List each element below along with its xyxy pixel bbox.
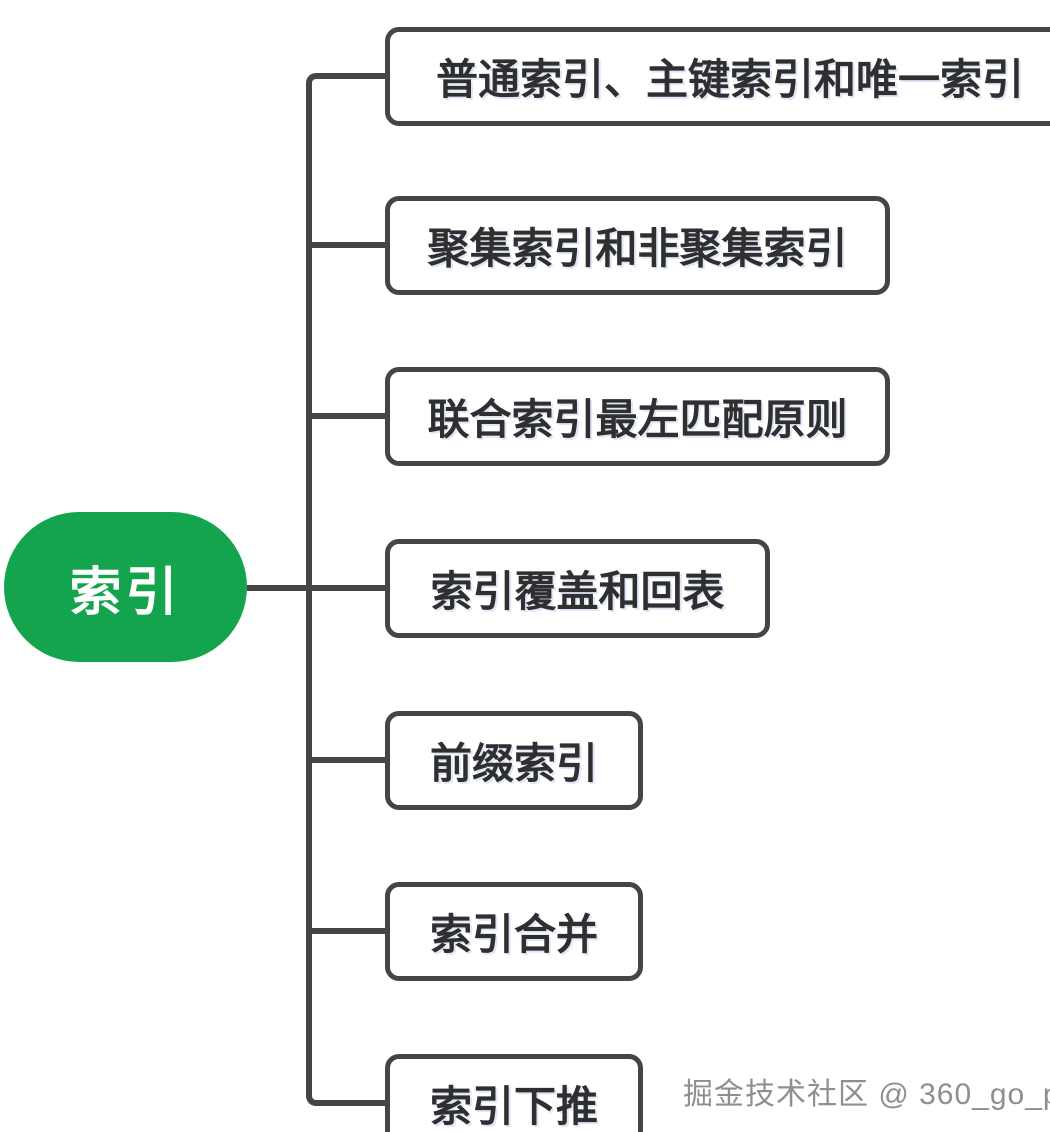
root-node-index[interactable]: 索引: [4, 512, 247, 662]
branch-connector-line: [306, 757, 388, 763]
topic-node-index-condition-pushdown[interactable]: 索引下推: [385, 1054, 643, 1132]
root-node-label: 索引: [69, 563, 182, 622]
topic-node-label: 联合索引最左匹配原则: [427, 396, 848, 443]
watermark: 掘金技术社区 @ 360_go_php: [683, 1078, 1050, 1111]
branch-connector-line: [306, 242, 388, 248]
topic-node-label: 前缀索引: [429, 740, 598, 787]
topic-node-prefix-index[interactable]: 前缀索引: [385, 711, 643, 810]
topic-node-label: 聚集索引和非聚集索引: [427, 225, 848, 272]
topic-node-label: 普通索引、主键索引和唯一索引: [435, 56, 1024, 103]
branch-connector-line: [306, 413, 388, 419]
topic-node-index-merge[interactable]: 索引合并: [385, 882, 643, 981]
topic-node-normal-primary-unique-index[interactable]: 普通索引、主键索引和唯一索引: [385, 27, 1050, 126]
branch-connector-line: [306, 928, 388, 934]
topic-node-label: 索引合并: [429, 911, 598, 958]
topic-node-composite-index-leftmost-prefix[interactable]: 联合索引最左匹配原则: [385, 367, 890, 466]
topic-node-label: 索引下推: [429, 1083, 598, 1130]
branch-connector-line: [306, 585, 388, 591]
topic-node-clustered-nonclustered-index[interactable]: 聚集索引和非聚集索引: [385, 196, 890, 295]
topic-node-label: 索引覆盖和回表: [430, 568, 725, 615]
topic-node-covering-index-lookup[interactable]: 索引覆盖和回表: [385, 539, 770, 638]
root-connector-line: [247, 585, 312, 591]
